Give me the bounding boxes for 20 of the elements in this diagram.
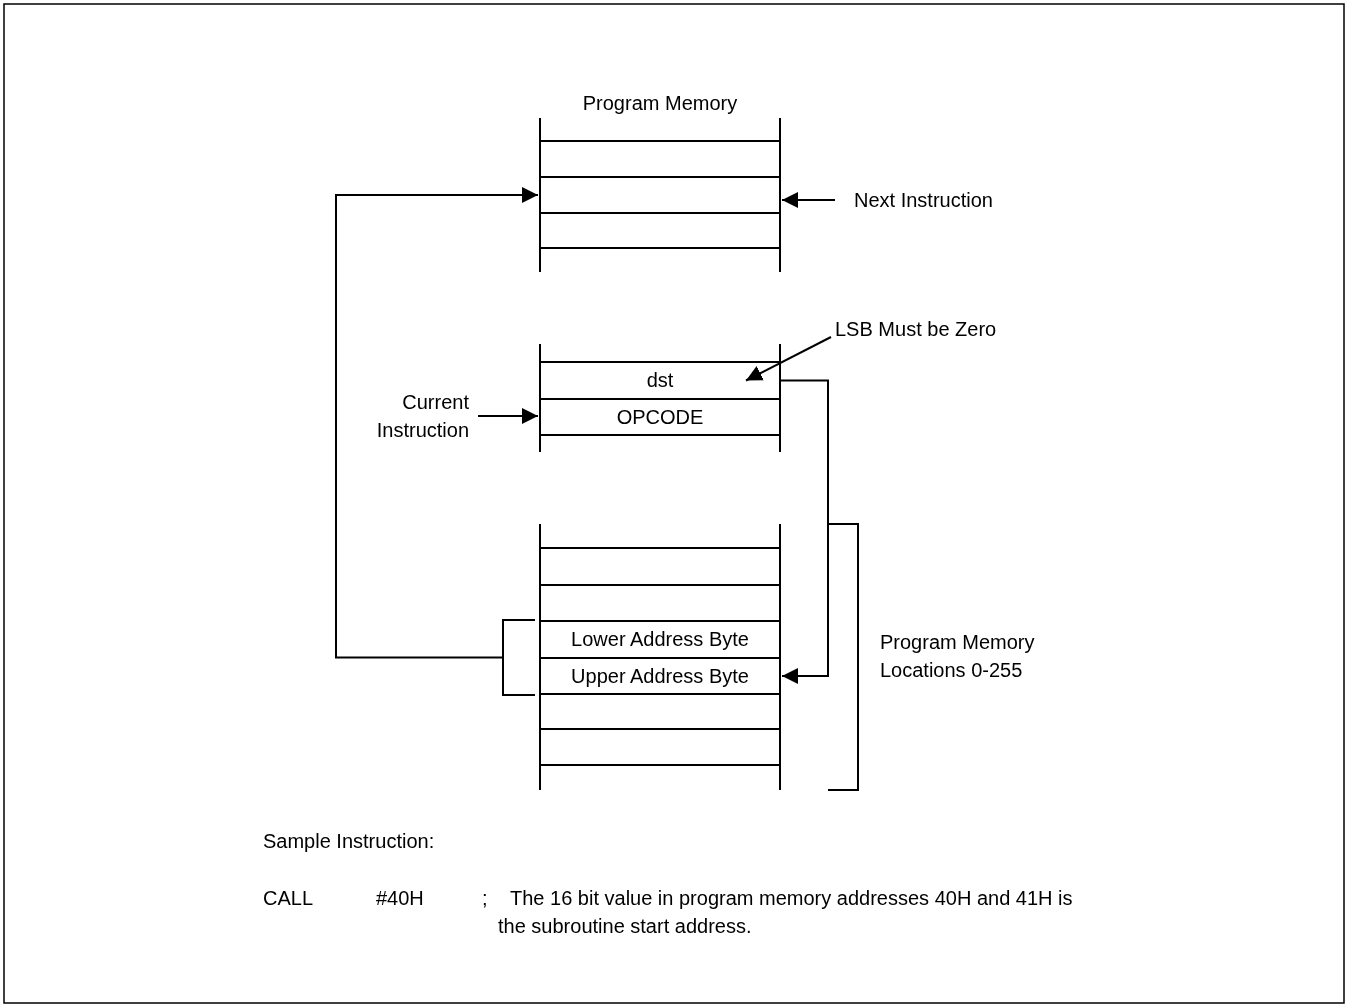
code-text: #40H [376, 886, 425, 911]
callout-text: Current Instruction [359, 388, 469, 444]
comment-text: The 16 bit value in program memory addresses 40H and 41H is the subroutine start address. [498, 886, 1074, 939]
memory-cell [540, 176, 780, 214]
memory-cell: Lower Address Byte [540, 620, 780, 659]
bracket-label: Program Memory Locations 0-255 [880, 630, 1036, 683]
callout-text: Next Instruction [835, 186, 1035, 214]
callout-text: LSB Must be Zero [835, 315, 1055, 343]
heading: Program Memory [581, 91, 739, 116]
note-text: Sample Instruction: [263, 829, 436, 854]
code-text: CALL [263, 886, 315, 911]
memory-cell: OPCODE [540, 398, 780, 436]
memory-cell: Upper Address Byte [540, 657, 780, 695]
arrow [781, 192, 836, 208]
arrow [335, 187, 539, 696]
arrow [745, 336, 832, 382]
code-text: ; [482, 886, 489, 911]
arrow [477, 408, 539, 424]
memory-cell: dst [540, 361, 780, 400]
arrow [779, 379, 829, 684]
